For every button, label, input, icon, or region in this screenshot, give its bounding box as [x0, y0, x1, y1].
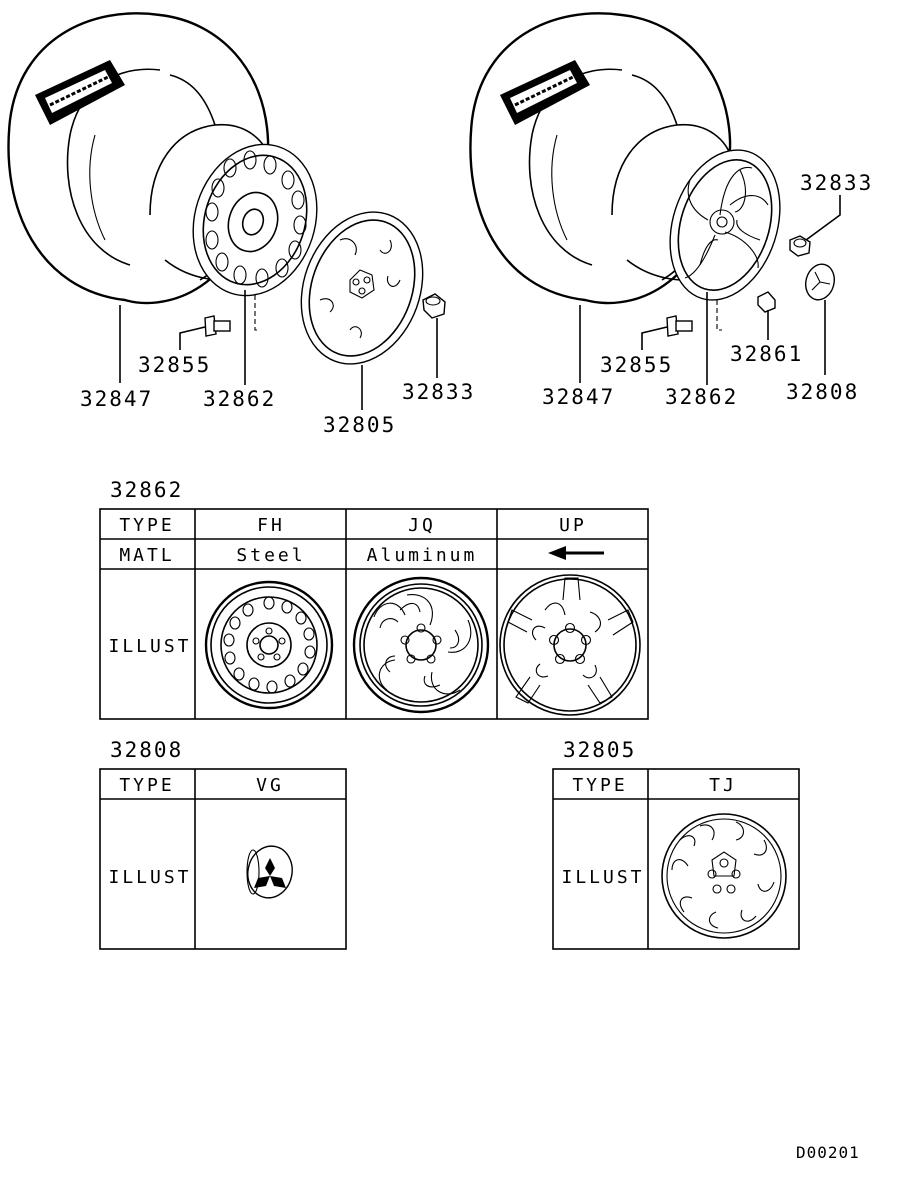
cover-table-title: 32805: [563, 738, 636, 762]
left-arrow-icon: [548, 546, 604, 560]
wheel-matl-steel: Steel: [236, 545, 305, 566]
callout-left-32847: 32847: [80, 387, 153, 411]
callout-right-32855: 32855: [600, 353, 673, 377]
left-wheel: [149, 123, 318, 297]
left-tire: [7, 12, 270, 305]
right-tire-tread-print: [500, 60, 590, 125]
cap-type-vg: VG: [256, 775, 284, 796]
steel-wheel-vent-holes: [223, 596, 316, 694]
cover-type-tj: TJ: [709, 775, 737, 796]
callout-right-32847: 32847: [542, 385, 615, 409]
wheel-table-matl-label: MATL: [119, 545, 174, 566]
cap-table-type-label: TYPE: [119, 775, 174, 796]
right-valve: [757, 291, 776, 313]
callout-left-32862: 32862: [203, 387, 276, 411]
left-leader-lines: [119, 290, 438, 410]
cap-table-title: 32808: [110, 738, 183, 762]
wheel-cover-illustration: [661, 813, 787, 939]
wheel-type-table: 32862 TYPE MATL ILLUST FH JQ UP Steel Al…: [99, 478, 649, 720]
wheel-matl-aluminum: Aluminum: [367, 545, 478, 566]
callout-right-32861: 32861: [730, 342, 803, 366]
center-cap-illustration: [246, 845, 293, 899]
cover-table-illust-label: ILLUST: [561, 867, 644, 888]
left-lug-bolt: [204, 315, 231, 337]
wheel-table-illust-label: ILLUST: [108, 636, 191, 657]
left-wheel-holes: [205, 150, 307, 288]
aluminum-wheel-jq-illustration: [352, 576, 490, 714]
wheel-type-jq: JQ: [408, 515, 436, 536]
left-wheel-cover: [300, 211, 424, 365]
cover-table-type-label: TYPE: [572, 775, 627, 796]
left-lug-nut: [422, 293, 446, 319]
right-tire: [469, 12, 732, 305]
callout-left-32855: 32855: [138, 353, 211, 377]
callout-left-32833: 32833: [402, 380, 475, 404]
center-cap-type-table: 32808 TYPE VG ILLUST: [99, 738, 347, 950]
wheel-type-fh: FH: [257, 515, 285, 536]
left-tire-tread-print: [35, 60, 125, 125]
right-lug-nut: [789, 235, 811, 257]
footer-diagram-code: D00201: [796, 1143, 860, 1162]
steel-wheel-illustration: [204, 580, 334, 710]
wheel-table-title: 32862: [110, 478, 183, 502]
callout-right-32833: 32833: [800, 171, 873, 195]
wheel-cover-type-table: 32805 TYPE TJ ILLUST: [552, 738, 800, 950]
aluminum-wheel-up-illustration: [499, 574, 641, 716]
callout-right-32808: 32808: [786, 380, 859, 404]
wheel-type-up: UP: [559, 515, 587, 536]
right-center-cap: [804, 263, 836, 301]
wheel-table-type-label: TYPE: [119, 515, 174, 536]
cap-table-illust-label: ILLUST: [108, 867, 191, 888]
right-lug-bolt: [666, 315, 693, 337]
callout-left-32805: 32805: [323, 413, 396, 437]
right-leader-lines: [579, 195, 841, 385]
right-alloy-wheel: [611, 123, 781, 301]
callout-right-32862: 32862: [665, 385, 738, 409]
